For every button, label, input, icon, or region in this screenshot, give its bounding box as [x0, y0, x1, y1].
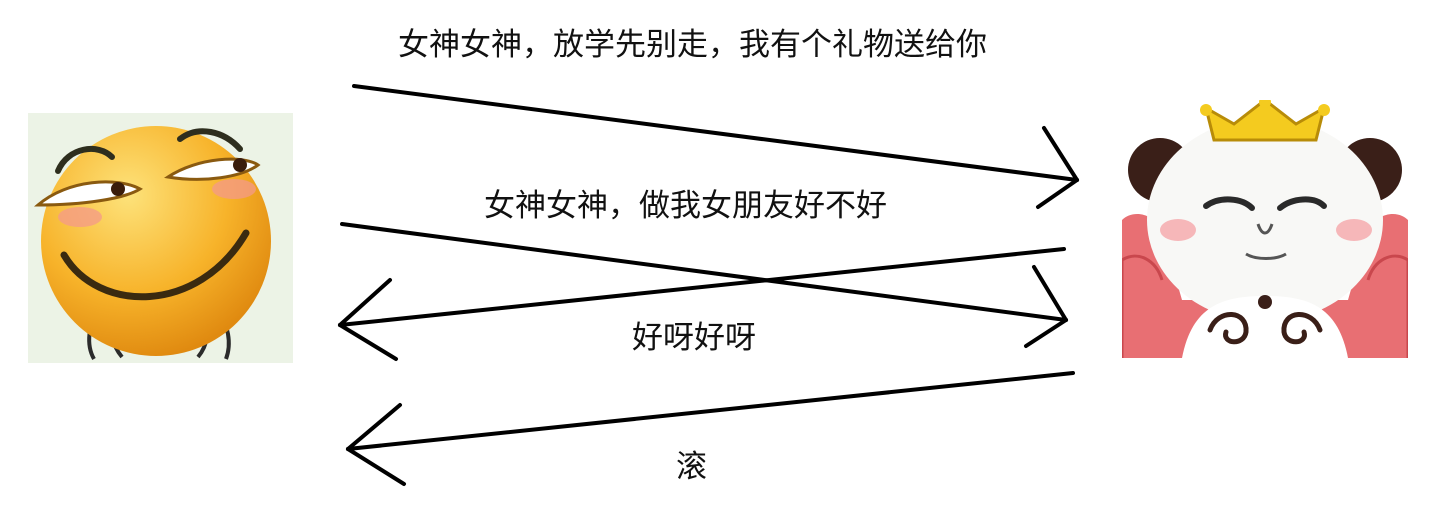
panda-king-meme-icon: [1122, 100, 1408, 358]
message-label: 滚: [676, 449, 707, 485]
message-label: 女神女神，放学先别走，我有个礼物送给你: [398, 27, 987, 63]
arrow-4: [346, 371, 1075, 486]
message-label: 女神女神，做我女朋友好不好: [484, 188, 887, 224]
arrow-2: [340, 222, 1068, 348]
message-label: 好呀好呀: [632, 320, 756, 356]
smirking-emoji-icon: [28, 113, 293, 363]
arrow-1: [352, 84, 1079, 209]
arrow-3: [338, 247, 1066, 361]
